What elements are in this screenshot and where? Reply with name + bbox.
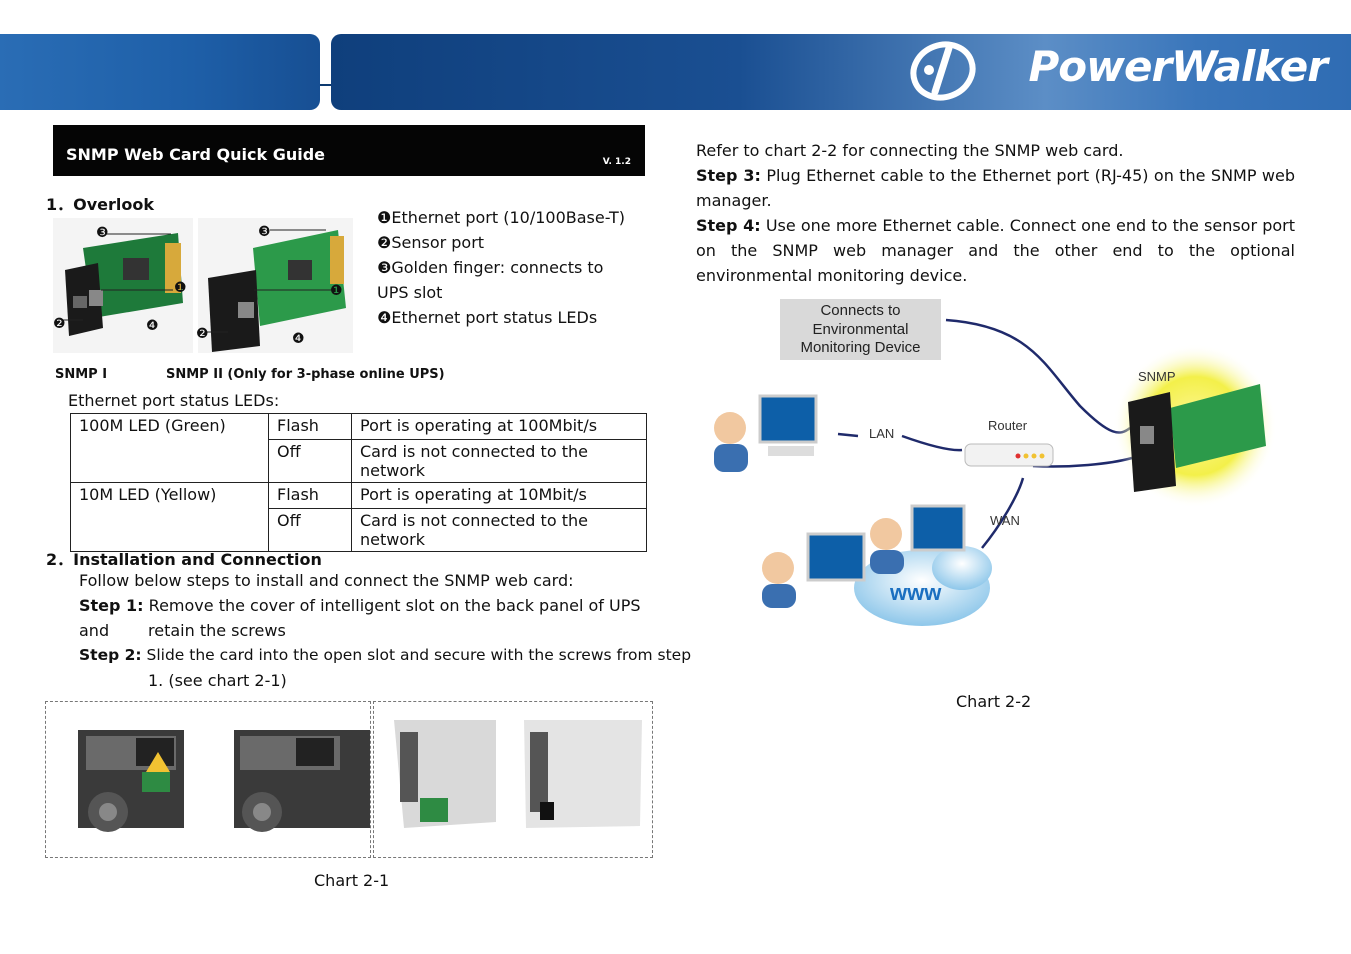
www-label: www [890,580,942,605]
chart-2-1-frame-left [45,701,372,858]
snmp1-label: SNMP I [55,367,108,382]
wan-user-icon [762,552,794,584]
chart-2-1-frame-right [373,701,653,858]
wan-computer-icon-2 [910,504,966,552]
step1-text-cont: retain the screws [148,621,286,640]
led-desc-cell: Card is not connected to the network [351,508,647,552]
overlook-heading: 1．Overlook [46,195,155,214]
legend-item: UPS slot [377,283,443,302]
step2-text: Slide the card into the open slot and se… [146,646,692,664]
header-banner-right [331,34,1351,110]
led-name-cell: 10M LED (Yellow) [70,482,269,552]
network-diagram [714,299,1277,626]
snmp-card-icon [1170,384,1266,468]
led-state-cell: Off [268,508,352,552]
env-line: Connects to [820,302,901,319]
snmp2-label: SNMP II (Only for 3-phase online UPS) [166,367,445,382]
table-row: 10M LED (Yellow) Flash Port is operating… [70,482,647,552]
led-desc-cell: Card is not connected to the network [351,439,647,483]
legend-item: ❸Golden finger: connects to [377,258,604,277]
title-bar: SNMP Web Card Quick Guide V. 1.2 [53,125,645,176]
router-label: Router [988,418,1028,433]
callout-1-right: ❶ [330,283,343,299]
step1-text: Remove the cover of intelligent slot on … [79,596,641,640]
wan-label: WAN [990,513,1020,528]
lan-label: LAN [869,426,895,441]
callout-4-left: ❹ [146,318,159,334]
step2-text-cont: 1. (see chart 2-1) [148,671,287,690]
led-name-cell: 100M LED (Green) [70,413,269,483]
callout-3-left: ❸ [96,225,109,241]
install-intro: Follow below steps to install and connec… [79,571,574,590]
brand-logo-text: PowerWalker [1028,42,1328,91]
snmp-label: SNMP [1138,369,1176,384]
led-state-cell: Flash [268,413,352,440]
led-table-caption: Ethernet port status LEDs: [68,391,280,410]
led-status-table: 100M LED (Green) Flash Port is operating… [70,413,647,552]
snmp1-card-image [53,218,193,353]
step4-label: Step 4: [696,216,761,235]
callout-3-right: ❸ [258,224,271,240]
table-row: 100M LED (Green) Flash Port is operating… [70,413,647,483]
led-state-cell: Flash [268,482,352,509]
ups-rear-panel-image [78,730,372,832]
overlook-legend: ❶Ethernet port (10/100Base-T) ❷Sensor po… [377,205,625,330]
step1-label: Step 1: [79,596,144,615]
lan-user-icon [714,412,746,444]
led-desc-cell: Port is operating at 100Mbit/s [351,413,647,440]
step3-label: Step 3: [696,166,761,185]
step1-block: Step 1: Remove the cover of intelligent … [79,593,653,643]
legend-item: ❹Ethernet port status LEDs [377,308,598,327]
ups-tower-image [394,720,642,828]
header-banner-left [0,34,320,110]
env-line: Monitoring Device [800,339,921,356]
callout-1-left: ❶ [174,280,187,296]
callout-4-right: ❹ [292,331,305,347]
legend-item: ❷Sensor port [377,233,485,252]
env-line: Environmental [812,320,909,338]
chart-2-2-caption: Chart 2-2 [956,692,1032,711]
lan-computer-icon [758,394,818,444]
step4-text: Use one more Ethernet cable. Connect one… [696,216,1295,285]
step2-label: Step 2: [79,646,142,664]
step2-block: Step 2: Slide the card into the open slo… [79,643,691,668]
led-state-cell: Off [268,439,352,483]
chart-2-1-caption: Chart 2-1 [314,871,390,890]
legend-item: ❶Ethernet port (10/100Base-T) [377,208,626,227]
env-monitor-box [780,299,941,360]
wan-user-icon-2 [870,518,902,550]
banner-connector [320,84,331,86]
table-row: Off Card is not connected to the network [71,508,647,552]
env-monitor-label: Connects to Environmental Monitoring Dev… [780,302,941,358]
led-desc-cell: Port is operating at 10Mbit/s [351,482,647,509]
step4-block: Step 4: Use one more Ethernet cable. Con… [696,213,1295,288]
wan-computer-icon [806,532,866,582]
refer-text: Refer to chart 2-2 for connecting the SN… [696,141,1124,160]
powerwalker-logo-icon [910,41,976,101]
page-title: SNMP Web Card Quick Guide [66,145,326,164]
snmp2-card-image [198,218,353,353]
step3-block: Step 3: Plug Ethernet cable to the Ether… [696,163,1295,213]
version-label: V. 1.2 [602,157,631,167]
install-heading: 2．Installation and Connection [46,550,322,569]
callout-2-right: ❷ [196,326,209,342]
step3-text: Plug Ethernet cable to the Ethernet port… [696,166,1296,210]
callout-2-left: ❷ [53,316,66,332]
router-icon [964,443,1054,467]
table-row: Off Card is not connected to the network [71,439,647,483]
